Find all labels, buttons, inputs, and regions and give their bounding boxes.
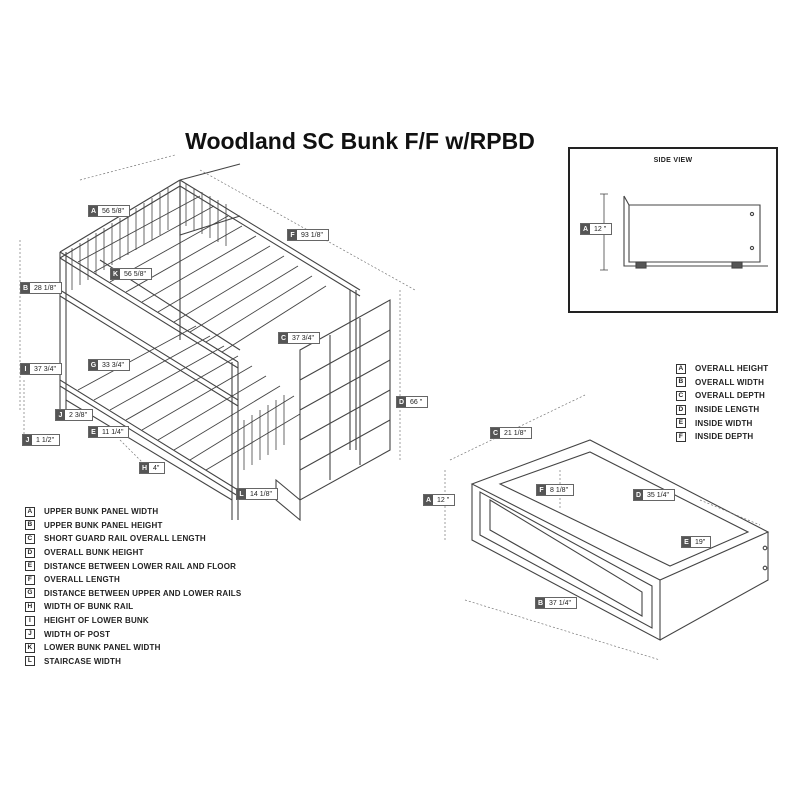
lower-bunk-slats (77, 325, 301, 471)
lower-panel-spindles (243, 395, 285, 470)
trundle-drawer-drawing (470, 439, 770, 641)
diagram-title: Woodland SC Bunk F/F w/RPBD (185, 128, 535, 154)
side-view-label: SIDE VIEW (653, 157, 693, 164)
headboard-spindles (71, 184, 227, 290)
side-view-drawer (600, 193, 768, 271)
